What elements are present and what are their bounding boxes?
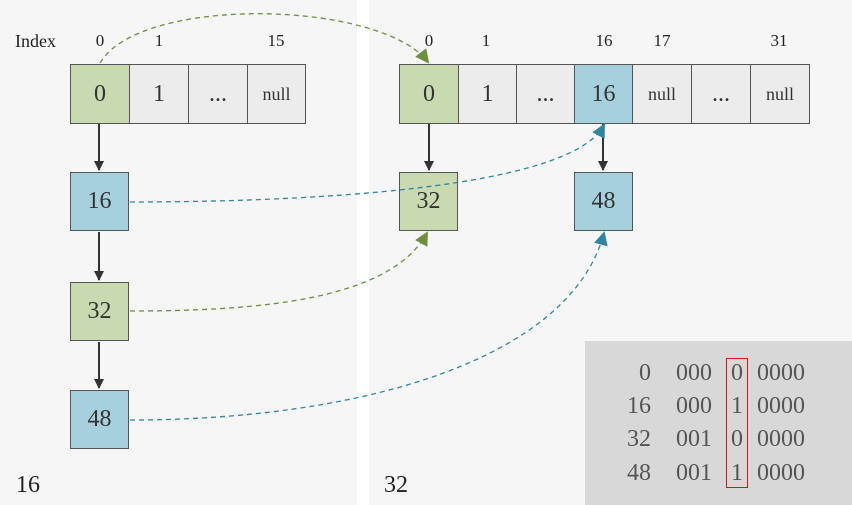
bit-row-1-low: 0000 — [757, 393, 805, 419]
old-bucket-15: null — [247, 64, 306, 124]
decisive-bit-highlight — [726, 358, 748, 488]
bit-row-1-bit: 1 — [731, 393, 743, 419]
old-bucket-1: 1 — [129, 64, 189, 124]
hash-bit-table — [585, 341, 852, 505]
new-node-32: 32 — [399, 172, 458, 231]
new-bucket-31: null — [750, 64, 810, 124]
new-index-1: 1 — [481, 31, 491, 50]
new-bucket-17: null — [632, 64, 692, 124]
bit-row-2-high: 001 — [676, 426, 712, 452]
old-index-0: 0 — [95, 31, 105, 50]
new-node-48: 48 — [574, 172, 633, 231]
old-capacity-label: 16 — [16, 472, 40, 498]
new-bucket-ellipsis-1: ... — [516, 64, 575, 124]
index-label: Index — [15, 31, 56, 51]
bit-row-0-num: 0 — [639, 360, 651, 386]
old-index-1: 1 — [154, 31, 164, 50]
bit-row-3-low: 0000 — [757, 460, 805, 486]
new-bucket-ellipsis-2: ... — [691, 64, 751, 124]
new-index-16: 16 — [595, 31, 613, 50]
new-bucket-0: 0 — [399, 64, 459, 124]
bit-row-3-bit: 1 — [731, 460, 743, 486]
old-node-32: 32 — [70, 282, 129, 341]
new-index-17: 17 — [653, 31, 671, 50]
bit-row-2-bit: 0 — [731, 426, 743, 452]
bit-row-0-high: 000 — [676, 360, 712, 386]
bit-row-1-high: 000 — [676, 393, 712, 419]
bit-row-0-low: 0000 — [757, 360, 805, 386]
bit-row-3-num: 48 — [627, 460, 651, 486]
new-capacity-label: 32 — [384, 472, 408, 498]
new-bucket-16: 16 — [574, 64, 633, 124]
old-node-16: 16 — [70, 172, 129, 231]
old-bucket-0: 0 — [70, 64, 130, 124]
bit-row-0-bit: 0 — [731, 360, 743, 386]
bit-row-2-low: 0000 — [757, 426, 805, 452]
old-index-15: 15 — [267, 31, 285, 50]
new-index-31: 31 — [770, 31, 788, 50]
new-index-0: 0 — [424, 31, 434, 50]
old-node-48: 48 — [70, 390, 129, 449]
new-bucket-1: 1 — [458, 64, 517, 124]
bit-row-1-num: 16 — [627, 393, 651, 419]
bit-row-3-high: 001 — [676, 460, 712, 486]
old-bucket-ellipsis: ... — [188, 64, 248, 124]
bit-row-2-num: 32 — [627, 426, 651, 452]
